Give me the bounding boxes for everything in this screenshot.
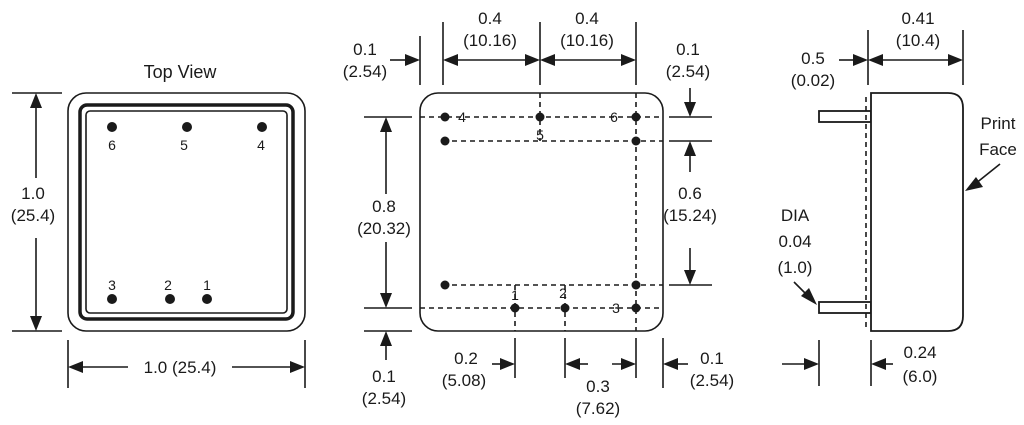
- dim-bottom-right-offset-mm: (2.54): [690, 371, 734, 390]
- bottom-view-top-dimensions: 0.4 (10.16) 0.4 (10.16): [442, 9, 637, 85]
- top-view-width-dimension: 1.0 (25.4): [67, 340, 306, 388]
- bottom-view-pin-label-6: 6: [610, 109, 618, 125]
- side-view-print-face-callout: Print Face: [965, 114, 1017, 191]
- top-view-height-mm: (25.4): [11, 206, 55, 225]
- top-view-inner-frame: [78, 103, 295, 321]
- bottom-view-inner-height-dimension: 0.6 (15.24): [663, 141, 717, 286]
- top-view-pin-5: [182, 122, 192, 132]
- bottom-view-pin-mark-d: [631, 280, 641, 290]
- dim-pin-length-mm: (0.02): [791, 71, 835, 90]
- side-view: 0.5 (0.02) 0.41 (10.4) Print Face DIA 0.…: [778, 9, 1017, 386]
- bottom-view-pin-label-4: 4: [458, 109, 466, 125]
- bottom-view-pin-mark-b: [631, 136, 641, 146]
- bottom-view-bottom-left-offset-dimension: 0.1 (2.54): [362, 330, 412, 408]
- top-view-pin-3: [107, 294, 117, 304]
- top-view-height-dimension: 1.0 (25.4): [11, 92, 62, 332]
- print-face-line1: Print: [981, 114, 1016, 133]
- bottom-view-right-offset-dimension: 0.1 (2.54): [666, 40, 712, 142]
- bottom-view-bottom-right-offset-dimension: 0.1 (2.54): [662, 338, 734, 390]
- bottom-view-pin-2: [560, 303, 570, 313]
- pin-dia-label: DIA: [781, 206, 810, 225]
- bottom-view-pin-mark-a: [440, 136, 450, 146]
- dim-left-offset-inch: 0.1: [353, 40, 377, 59]
- bottom-view-pin-6: [631, 112, 641, 122]
- top-view-inner-line: [85, 110, 288, 314]
- side-view-pin-bottom: [818, 301, 872, 314]
- side-view-pin-length-dimension: 0.5 (0.02): [791, 30, 869, 90]
- side-view-body-dimension: 0.24 (6.0): [782, 340, 937, 386]
- top-view-outer-outline: [67, 92, 306, 332]
- bottom-view-pin-label-5: 5: [536, 127, 544, 143]
- top-view-title: Top View: [144, 62, 218, 82]
- dim-bottom-left-offset-mm: (2.54): [362, 389, 406, 408]
- dim-pin-spacing-mm: (5.08): [442, 371, 486, 390]
- dim-body-mm: (6.0): [903, 367, 938, 386]
- dim-height-inch: 0.8: [372, 197, 396, 216]
- pin-dia-mm: (1.0): [778, 258, 813, 277]
- top-view-pin-label-5: 5: [180, 137, 188, 153]
- top-view-pin-label-1: 1: [203, 277, 211, 293]
- dim-top-right-mm: (10.16): [560, 31, 614, 50]
- dim-bottom-right-offset-inch: 0.1: [700, 349, 724, 368]
- top-view-pin-1: [202, 294, 212, 304]
- bottom-view-pin-3: [631, 303, 641, 313]
- side-view-depth-dimension: 0.41 (10.4): [868, 9, 964, 85]
- dim-pin-span-mm: (7.62): [576, 399, 620, 418]
- bottom-view-pin-label-1: 1: [511, 287, 519, 303]
- top-view-pin-label-4: 4: [257, 137, 265, 153]
- top-view-pin-4: [257, 122, 267, 132]
- bottom-view-pin-label-2: 2: [559, 285, 567, 301]
- dim-inner-height-inch: 0.6: [678, 184, 702, 203]
- dim-pin-span-inch: 0.3: [586, 377, 610, 396]
- dim-body-inch: 0.24: [903, 343, 936, 362]
- top-view-height-inch: 1.0: [21, 184, 45, 203]
- top-view-pin-2: [165, 294, 175, 304]
- dim-inner-height-mm: (15.24): [663, 206, 717, 225]
- dim-top-left-inch: 0.4: [478, 9, 502, 28]
- dim-pin-spacing-inch: 0.2: [454, 349, 478, 368]
- top-view-pin-label-6: 6: [108, 137, 116, 153]
- bottom-view: 4 5 6 1 2 3 0.4 (10.16) 0.4 (10.16) 0.1: [343, 9, 734, 418]
- bottom-view-pin-5: [535, 112, 545, 122]
- bottom-view-left-offset-dimension: 0.1 (2.54): [343, 36, 421, 85]
- dim-height-mm: (20.32): [357, 219, 411, 238]
- top-view-pin-label-2: 2: [164, 277, 172, 293]
- dim-left-offset-mm: (2.54): [343, 62, 387, 81]
- dim-right-offset-inch: 0.1: [676, 40, 700, 59]
- bottom-view-pin-1: [510, 303, 520, 313]
- pin-dia-inch: 0.04: [778, 232, 811, 251]
- dim-bottom-left-offset-inch: 0.1: [372, 367, 396, 386]
- top-view: Top View 6 5 4 3 2 1 1.0 (25.4): [11, 62, 306, 388]
- top-view-width-label: 1.0 (25.4): [144, 358, 217, 377]
- print-face-line2: Face: [979, 140, 1017, 159]
- bottom-view-height-dimension: 0.8 (20.32): [357, 116, 412, 309]
- side-view-body: [870, 92, 964, 332]
- side-view-pin-top: [818, 110, 872, 123]
- dim-depth-mm: (10.4): [896, 31, 940, 50]
- dim-top-right-inch: 0.4: [575, 9, 599, 28]
- dim-right-offset-mm: (2.54): [666, 62, 710, 81]
- top-view-pin-label-3: 3: [108, 277, 116, 293]
- dim-pin-length-inch: 0.5: [801, 49, 825, 68]
- bottom-view-pin-spacing-dimension: 0.2 (5.08): [442, 338, 516, 390]
- bottom-view-pin-span-dimension: 0.3 (7.62): [564, 338, 637, 418]
- bottom-view-pin-4: [440, 112, 450, 122]
- top-view-pin-6: [107, 122, 117, 132]
- dim-top-left-mm: (10.16): [463, 31, 517, 50]
- side-view-pin-diameter-callout: DIA 0.04 (1.0): [778, 206, 817, 305]
- bottom-view-pin-label-3: 3: [612, 300, 620, 316]
- bottom-view-pin-mark-c: [440, 280, 450, 290]
- bottom-view-outline: [419, 92, 664, 332]
- dim-depth-inch: 0.41: [901, 9, 934, 28]
